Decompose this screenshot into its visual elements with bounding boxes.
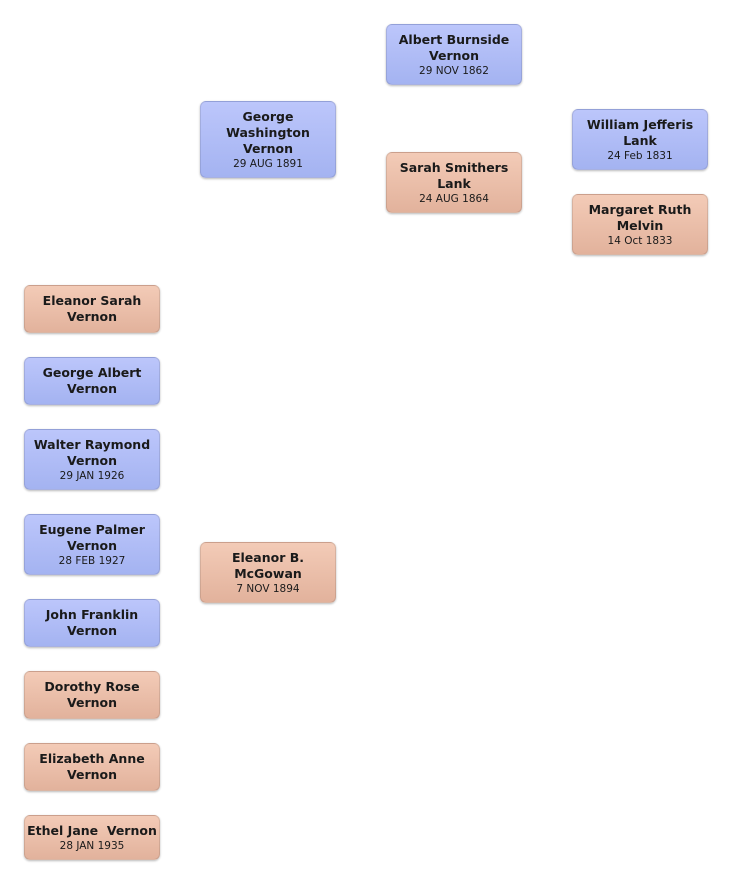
person-name: George Albert Vernon (42, 365, 142, 396)
person-name: Eugene Palmer Vernon (39, 521, 145, 553)
person-name: Sarah Smithers Lank (399, 159, 509, 191)
person-card-elizabeth-anne-vernon[interactable]: Elizabeth Anne Vernon (24, 743, 160, 791)
person-card-eleanor-b-mcgowan[interactable]: Eleanor B. McGowan 7 NOV 1894 (200, 542, 336, 603)
person-name: Ethel Jane Vernon (27, 822, 157, 838)
person-name: Eleanor B. McGowan (231, 549, 304, 581)
person-card-john-franklin-vernon[interactable]: John Franklin Vernon (24, 599, 160, 647)
person-birth-date: 29 JAN 1926 (59, 469, 125, 482)
person-name: George Washington Vernon (226, 108, 310, 156)
person-card-albert-burnside-vernon[interactable]: Albert Burnside Vernon 29 NOV 1862 (386, 24, 522, 85)
person-name: Dorothy Rose Vernon (44, 679, 140, 710)
person-birth-date: 24 AUG 1864 (419, 192, 489, 205)
person-card-eugene-palmer-vernon[interactable]: Eugene Palmer Vernon 28 FEB 1927 (24, 514, 160, 575)
person-birth-date: 7 NOV 1894 (236, 582, 300, 595)
person-birth-date: 14 Oct 1833 (607, 234, 673, 247)
person-name: Elizabeth Anne Vernon (39, 751, 145, 782)
person-card-sarah-smithers-lank[interactable]: Sarah Smithers Lank 24 AUG 1864 (386, 152, 522, 213)
person-birth-date: 28 JAN 1935 (59, 839, 125, 852)
person-card-walter-raymond-vernon[interactable]: Walter Raymond Vernon 29 JAN 1926 (24, 429, 160, 490)
person-card-dorothy-rose-vernon[interactable]: Dorothy Rose Vernon (24, 671, 160, 719)
person-birth-date: 29 NOV 1862 (419, 64, 489, 77)
person-name: Albert Burnside Vernon (398, 31, 510, 63)
person-name: Margaret Ruth Melvin (588, 201, 692, 233)
person-birth-date: 28 FEB 1927 (58, 554, 126, 567)
person-birth-date: 29 AUG 1891 (233, 157, 303, 170)
person-name: Walter Raymond Vernon (33, 436, 151, 468)
person-card-margaret-ruth-melvin[interactable]: Margaret Ruth Melvin 14 Oct 1833 (572, 194, 708, 255)
person-card-eleanor-sarah-vernon[interactable]: Eleanor Sarah Vernon (24, 285, 160, 333)
person-name: John Franklin Vernon (45, 607, 139, 638)
person-birth-date: 24 Feb 1831 (607, 149, 673, 162)
person-name: Eleanor Sarah Vernon (42, 293, 142, 324)
person-card-george-albert-vernon[interactable]: George Albert Vernon (24, 357, 160, 405)
person-card-william-jefferis-lank[interactable]: William Jefferis Lank 24 Feb 1831 (572, 109, 708, 170)
person-card-ethel-jane-vernon[interactable]: Ethel Jane Vernon 28 JAN 1935 (24, 815, 160, 860)
person-card-george-washington-vernon[interactable]: George Washington Vernon 29 AUG 1891 (200, 101, 336, 178)
person-name: William Jefferis Lank (586, 116, 694, 148)
